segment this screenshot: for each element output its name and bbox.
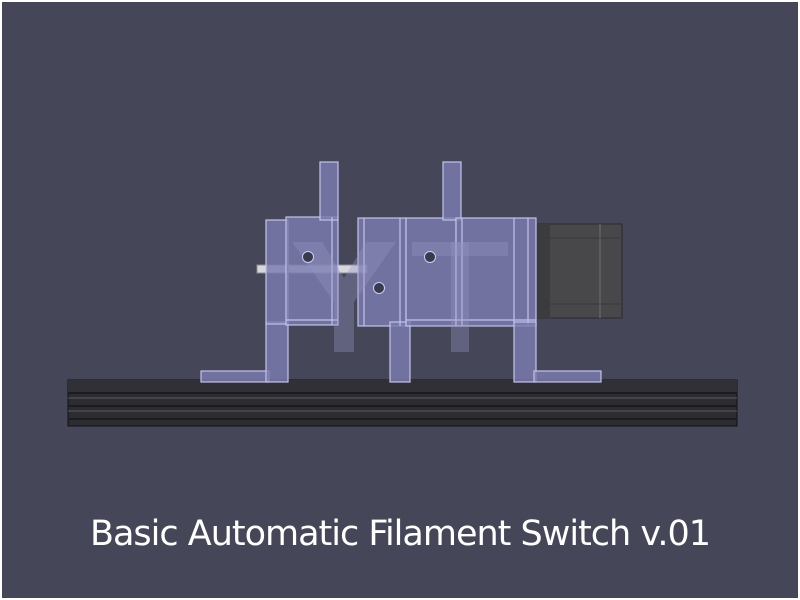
right-housing [405,217,457,327]
mounting-holes [302,251,436,294]
center-housing [357,217,407,327]
right-bracket-leg [513,321,537,383]
slide-caption: Basic Automatic Filament Switch v.01 [89,514,711,554]
watermark-logo [292,242,508,352]
right-upright [442,161,462,221]
stepper-motor [537,223,623,319]
right-bracket-foot [533,370,602,383]
left-bracket-body [265,219,289,325]
left-bracket-leg [265,321,289,383]
motor-mount [455,217,537,327]
left-housing [285,216,339,326]
left-bracket-foot [200,370,270,383]
hole-right [424,251,436,263]
hole-center [373,282,385,294]
center-leg [389,321,411,383]
hole-left [302,251,314,263]
extrusion-rail [67,379,738,427]
left-upright [319,161,339,221]
printed-parts [200,161,602,383]
